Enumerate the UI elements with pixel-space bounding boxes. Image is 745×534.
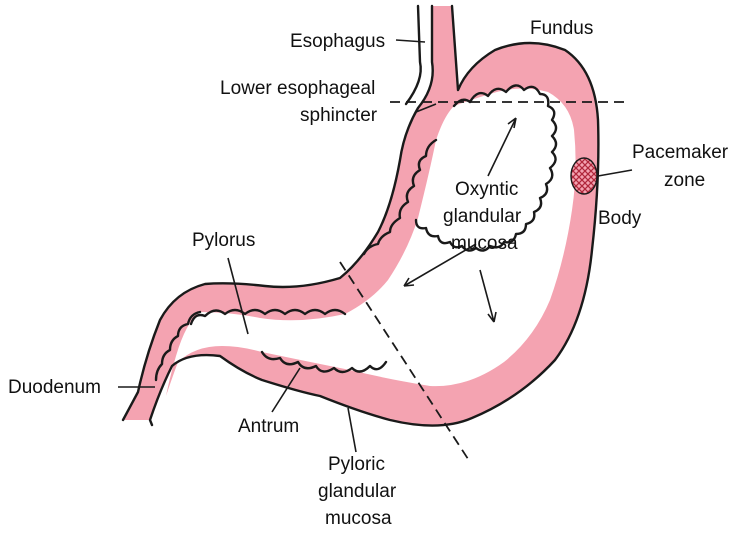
label-pyloric-line1: Pyloric xyxy=(328,454,385,475)
oxyntic-arrow-down xyxy=(480,270,496,322)
label-pyloric-line2: glandular xyxy=(318,481,397,502)
label-les-line2: sphincter xyxy=(300,105,378,126)
label-esophagus: Esophagus xyxy=(290,31,385,52)
label-fundus: Fundus xyxy=(530,18,593,39)
antrum-boundary-line xyxy=(340,262,470,462)
esophagus-inner-left xyxy=(406,6,421,104)
oxyntic-arrow-up xyxy=(488,118,516,176)
label-oxyntic-line2: glandular xyxy=(443,206,522,227)
stomach-wall xyxy=(123,6,598,426)
pacemaker-leader xyxy=(598,170,632,176)
label-duodenum: Duodenum xyxy=(8,377,101,398)
label-antrum: Antrum xyxy=(238,416,299,437)
label-body: Body xyxy=(598,208,642,229)
label-les-line1: Lower esophageal xyxy=(220,78,375,99)
label-pacemaker-line1: Pacemaker xyxy=(632,142,729,163)
pyloric-mucosa-leader xyxy=(348,408,356,452)
label-oxyntic-line3: mucosa xyxy=(451,233,518,254)
label-pyloric-line3: mucosa xyxy=(325,508,392,529)
label-pylorus: Pylorus xyxy=(192,230,255,251)
label-pacemaker-line2: zone xyxy=(664,170,705,191)
pacemaker-zone-patch xyxy=(571,158,597,194)
label-oxyntic-line1: Oxyntic xyxy=(455,179,518,200)
esophagus-leader xyxy=(396,40,425,42)
